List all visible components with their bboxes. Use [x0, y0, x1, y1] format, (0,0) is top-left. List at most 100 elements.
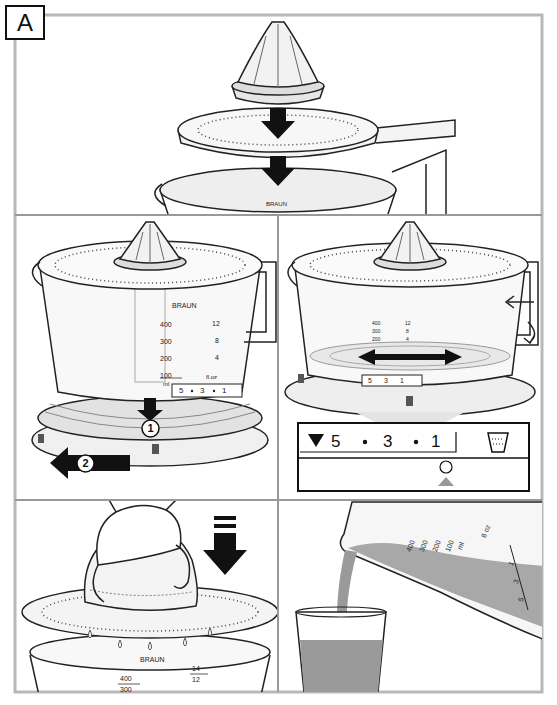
callout-number: 2: [76, 454, 95, 473]
turn-arrow: [524, 322, 535, 343]
dial-strip: [172, 384, 242, 397]
cup-icon: [488, 433, 508, 452]
scale-label: 14: [192, 665, 200, 672]
scale-label: BRAUN: [266, 201, 287, 207]
down-arrow: [137, 398, 163, 421]
scale-label: 200: [372, 337, 380, 342]
jug-rim: [30, 634, 270, 670]
scale-label: 5: [368, 377, 372, 384]
callout-outline: [77, 455, 94, 472]
setting-number: 1: [431, 433, 440, 450]
panel-lock: [32, 222, 276, 479]
scale-line: [118, 684, 140, 685]
down-arrow: [261, 156, 295, 186]
dial-strip: [362, 375, 422, 386]
scale-label: 8 oz: [480, 524, 491, 539]
panel-assembly: [155, 22, 455, 215]
scale-label: 100: [160, 372, 172, 379]
handle-arrow: [506, 296, 534, 308]
center-column: [135, 282, 165, 382]
scale-label: 8: [215, 337, 219, 344]
cone-ribs: [254, 24, 302, 88]
arrow-stripe: [214, 524, 236, 528]
scale-label: 3: [384, 377, 388, 384]
scale-label: 4: [215, 354, 219, 361]
pointer-triangle: [308, 434, 324, 447]
juice-ripple: [330, 346, 490, 366]
inset-divider: [298, 457, 529, 459]
jug-spout: [155, 184, 166, 206]
panel-pour: [296, 502, 542, 692]
callout-number: 1: [141, 419, 160, 438]
dial-dot: [414, 440, 418, 444]
scale-label: BRAUN: [172, 302, 197, 309]
arrow-stripe: [214, 516, 236, 520]
scale-label: ml: [163, 381, 169, 387]
glass-juice: [300, 640, 383, 692]
side-marker: [298, 374, 304, 383]
setting-number: 5: [331, 433, 340, 450]
dial-marker: [406, 396, 413, 406]
dial-dot: [363, 440, 367, 444]
scale-label: 300: [160, 338, 172, 345]
press-arrow: [203, 533, 247, 575]
juicing-cone: [120, 222, 180, 263]
orange-peel: [90, 590, 192, 596]
scale-label: 300: [120, 686, 132, 693]
scale-label: ml: [456, 541, 465, 550]
cup-pulp: [492, 439, 504, 444]
base-top: [38, 396, 262, 440]
glass: [296, 612, 386, 692]
hand-fingers: [93, 500, 189, 602]
jug-handle: [392, 150, 446, 215]
figure-letter-box: A: [5, 5, 45, 40]
scale-label: 12: [405, 321, 411, 326]
strainer: [178, 108, 378, 152]
dial-dot: [213, 390, 215, 392]
cone-ribs: [396, 224, 424, 264]
jug-spout: [288, 262, 297, 286]
mark-triangle: [438, 477, 454, 486]
scale-label: 3: [200, 387, 204, 395]
turn-arrow: [50, 447, 130, 479]
scale-label: fl.oz: [206, 374, 217, 380]
pulp-setting-inset: 5 3 1: [298, 423, 529, 491]
scale-label: 100: [444, 539, 455, 552]
juicing-cone: [238, 22, 318, 87]
panel-press: [22, 500, 278, 692]
scale-label: 1: [507, 560, 515, 566]
panel-divider: [277, 215, 279, 692]
strainer-handle: [376, 120, 455, 143]
scale-label: 400: [160, 321, 172, 328]
figure-letter: A: [7, 7, 43, 38]
scale-label: 8: [406, 329, 409, 334]
glass-rim: [296, 607, 386, 617]
inset-frame: [298, 423, 529, 491]
scale-label: 5: [517, 596, 525, 602]
side-marker: [38, 434, 44, 443]
dial-strip: [510, 545, 528, 610]
callout-outline: [142, 420, 159, 437]
scale-label: 12: [212, 320, 220, 327]
callout-number: 1: [141, 419, 160, 438]
scale-label: 400: [120, 675, 132, 682]
scale-label: 200: [431, 539, 442, 552]
scale-label: 400: [405, 539, 416, 552]
jug-spout: [32, 262, 42, 286]
setting-number: 3: [383, 433, 392, 450]
scale-label: BRAUN: [140, 656, 165, 663]
scale-line: [190, 674, 208, 675]
scale-label: 200: [160, 355, 172, 362]
lock-marker: [152, 444, 159, 454]
juice-drops: [89, 628, 212, 650]
scale-label: 400: [372, 321, 380, 326]
mark-circle: [440, 461, 452, 473]
double-arrow: [358, 349, 462, 365]
scale-label: 300: [372, 329, 380, 334]
hand-palm: [97, 505, 181, 565]
down-arrow: [261, 108, 295, 139]
